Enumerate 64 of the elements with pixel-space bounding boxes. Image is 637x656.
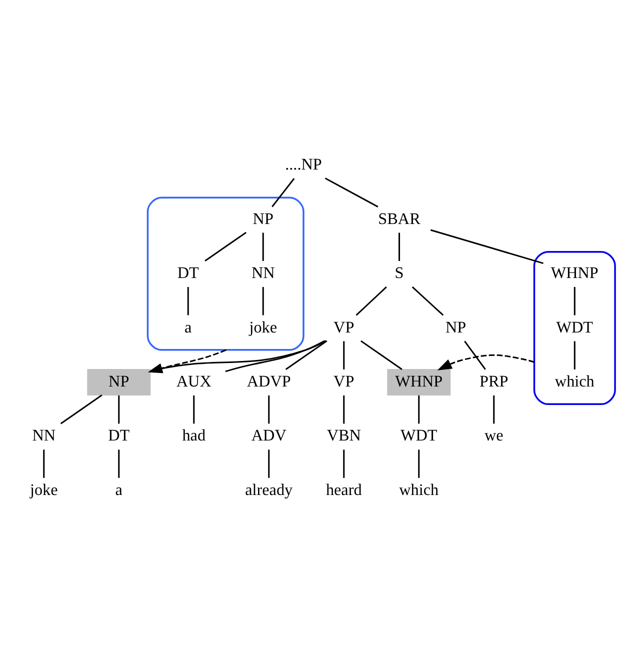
connector (225, 340, 325, 372)
node-text: NN (251, 265, 275, 282)
connector (493, 395, 495, 424)
node-box: WHNP (387, 368, 451, 396)
node-text: ADV (251, 428, 286, 445)
connector (418, 450, 420, 478)
node-text: heard (326, 482, 362, 499)
cluster (533, 250, 616, 406)
connector (343, 341, 345, 370)
node-text: WHNP (550, 265, 598, 282)
node-text: AUX (176, 374, 212, 390)
connector (285, 340, 328, 370)
connector (398, 232, 400, 261)
node-text: had (182, 428, 206, 445)
connector (574, 286, 576, 316)
node-text: joke (30, 482, 58, 499)
connector (43, 450, 45, 478)
node-text: ADVP (246, 374, 291, 390)
cluster (146, 196, 304, 351)
node-text: WDT (400, 428, 438, 445)
connector (262, 286, 264, 316)
node-text: VP (334, 319, 354, 336)
node-text: SBAR (378, 210, 420, 228)
connector (272, 178, 295, 208)
connector (343, 395, 345, 424)
connector (268, 450, 270, 478)
connector (118, 395, 120, 424)
connector (193, 395, 195, 424)
node-text: DT (177, 265, 199, 282)
node-box: NP (87, 368, 151, 396)
node-text: joke (249, 319, 278, 336)
connector (60, 394, 102, 424)
arrow (437, 354, 534, 370)
node-text: NP (252, 210, 274, 228)
node-text: we (484, 428, 504, 445)
connector (430, 229, 544, 264)
node-text: which (399, 482, 439, 499)
connector (118, 450, 120, 478)
connector (268, 395, 270, 424)
connector (360, 340, 402, 370)
node-text: PRP (480, 374, 508, 390)
connector (324, 178, 378, 208)
connector (150, 340, 326, 372)
connector (574, 341, 576, 370)
node-text: WDT (556, 319, 594, 336)
node-text: S (394, 265, 404, 282)
node-text: NP (445, 319, 466, 336)
connector (464, 340, 486, 370)
connector (187, 286, 189, 316)
connector (262, 232, 264, 261)
node-text: DT (108, 428, 130, 445)
node-text: NN (32, 428, 56, 445)
connector (356, 286, 387, 316)
connector (204, 232, 247, 262)
connector (418, 395, 420, 424)
node-text: a (184, 319, 192, 336)
connector (343, 450, 345, 478)
node-text: VBN (326, 428, 361, 445)
node-text: ....NP (285, 156, 322, 174)
connector (412, 286, 444, 316)
node-text: which (554, 374, 594, 390)
node-text: VP (334, 374, 354, 390)
node-text: already (245, 482, 293, 499)
node-text: a (115, 482, 122, 499)
